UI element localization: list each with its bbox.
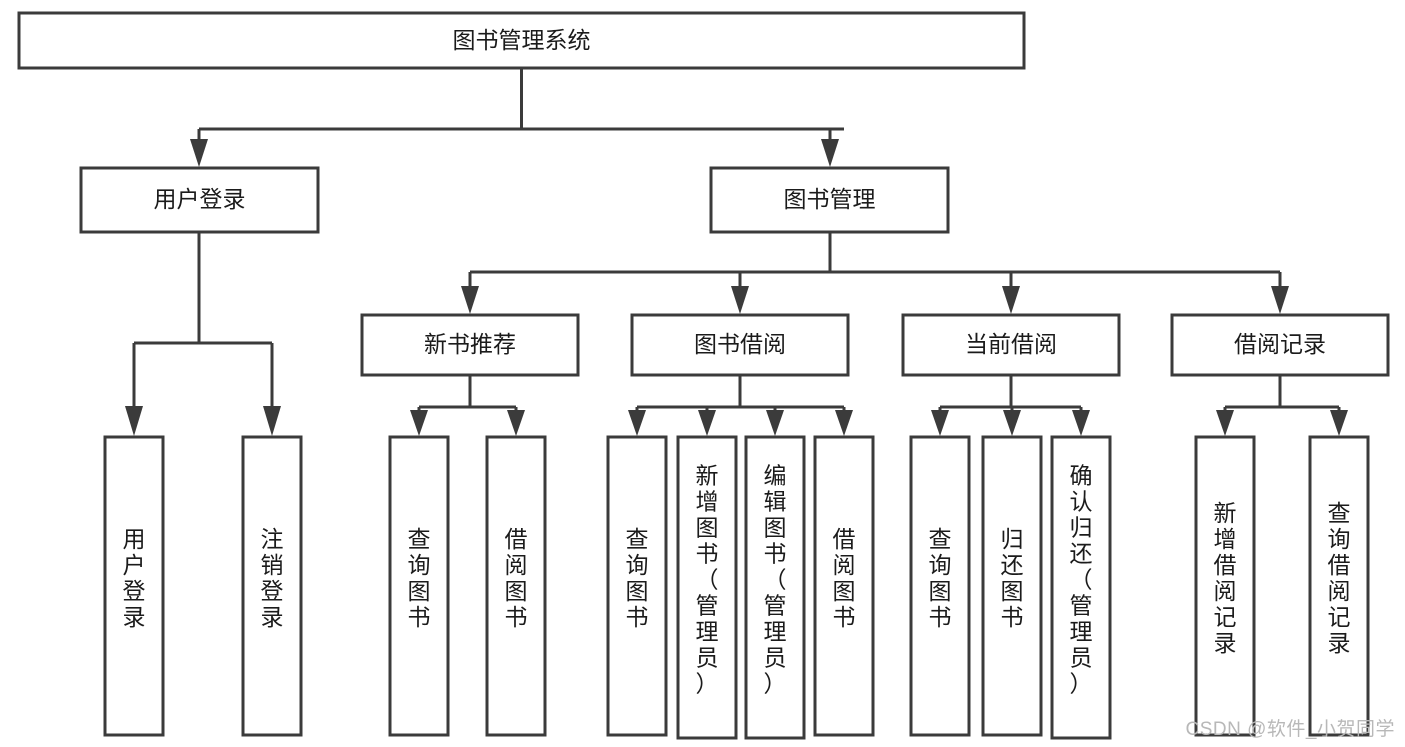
node-root[interactable]: 图书管理系统 <box>17 11 1026 70</box>
leaf-node-label: 借阅图书 <box>505 526 528 630</box>
leaf-node[interactable]: 确认归还（管理员） <box>1050 435 1112 740</box>
connectors-new-book-recommend-to-leaves <box>410 375 525 436</box>
arrow-icon-leaf-edit-book-admin <box>766 410 784 436</box>
node-user-login-label: 用户登录 <box>154 186 246 212</box>
node-book-borrow[interactable]: 图书借阅 <box>630 313 850 377</box>
leaf-node[interactable]: 注销登录 <box>241 435 303 737</box>
leaf-node[interactable]: 新增借阅记录 <box>1194 435 1256 737</box>
leaf-node-label: 借阅图书 <box>833 526 856 630</box>
arrow-icon-leaf-add-borrow-record <box>1216 410 1234 436</box>
arrow-icon-leaf-confirm-return-admin <box>1072 410 1090 436</box>
leaf-node-label: 新增借阅记录 <box>1214 500 1237 656</box>
node-borrow-records-label: 借阅记录 <box>1234 331 1326 357</box>
leaf-node-box[interactable] <box>909 435 971 737</box>
node-user-login-box[interactable] <box>79 166 320 234</box>
leaf-node-label: 归还图书 <box>1001 526 1024 630</box>
leaf-node-box[interactable] <box>1050 435 1112 740</box>
arrow-icon-leaf-return-book <box>1003 410 1021 436</box>
connectors-book-borrow-to-leaves <box>628 375 853 436</box>
leaf-node[interactable]: 查询图书 <box>606 435 668 737</box>
arrow-icon-leaf-user-login <box>125 406 143 436</box>
arrow-icon-leaf-query-book-borrow <box>628 410 646 436</box>
node-root-label: 图书管理系统 <box>453 27 591 53</box>
connectors-borrow-records-to-leaves <box>1216 375 1348 436</box>
leaf-node-box[interactable] <box>981 435 1043 737</box>
arrow-icon-leaf-logout <box>263 406 281 436</box>
arrow-icon-leaf-query-book-recommend <box>410 410 428 436</box>
arrow-icon-leaf-query-book-current <box>931 410 949 436</box>
connectors-book-management-to-level3 <box>461 232 1289 314</box>
leaf-node[interactable]: 借阅图书 <box>485 435 547 737</box>
connectors-user-login-to-leaves <box>125 232 281 436</box>
node-book-management[interactable]: 图书管理 <box>709 166 950 234</box>
arrow-icon-user-login <box>190 139 208 167</box>
leaf-node-box[interactable] <box>676 435 738 740</box>
node-current-borrow[interactable]: 当前借阅 <box>901 313 1121 377</box>
arrow-icon-current-borrow <box>1002 286 1020 314</box>
arrow-icon-borrow-records <box>1271 286 1289 314</box>
node-root-box[interactable] <box>17 11 1026 70</box>
arrow-icon-new-book-recommend <box>461 286 479 314</box>
leaf-node-label: 编辑图书（管理员） <box>764 463 787 697</box>
leaf-node-label: 用户登录 <box>123 526 146 630</box>
leaf-node-box[interactable] <box>606 435 668 737</box>
leaf-node-box[interactable] <box>744 435 806 740</box>
leaf-node[interactable]: 查询借阅记录 <box>1308 435 1370 737</box>
leaf-node-label: 注销登录 <box>261 526 284 630</box>
leaf-node-box[interactable] <box>103 435 165 737</box>
node-book-management-label: 图书管理 <box>784 186 876 212</box>
arrow-icon-book-borrow <box>731 286 749 314</box>
leaf-node-label: 查询图书 <box>408 526 431 630</box>
leaf-node[interactable]: 归还图书 <box>981 435 1043 737</box>
arrow-icon-leaf-query-borrow-record <box>1330 410 1348 436</box>
leaf-nodes-layer: 用户登录 注销登录 查询图书 借阅图书 查询图书 新增图书（管理员） 编辑图书（管理员） 借阅… <box>103 435 1370 740</box>
node-book-management-box[interactable] <box>709 166 950 234</box>
leaf-node[interactable]: 借阅图书 <box>813 435 875 737</box>
node-user-login[interactable]: 用户登录 <box>79 166 320 234</box>
node-new-book-recommend[interactable]: 新书推荐 <box>360 313 580 377</box>
leaf-node-box[interactable] <box>485 435 547 737</box>
leaf-node-box[interactable] <box>241 435 303 737</box>
leaf-node[interactable]: 编辑图书（管理员） <box>744 435 806 740</box>
leaf-node-box[interactable] <box>1194 435 1256 737</box>
node-new-book-recommend-box[interactable] <box>360 313 580 377</box>
node-borrow-records-box[interactable] <box>1170 313 1390 377</box>
node-current-borrow-label: 当前借阅 <box>965 331 1057 357</box>
leaf-node-label: 查询借阅记录 <box>1328 500 1351 656</box>
leaf-node-box[interactable] <box>1308 435 1370 737</box>
arrow-icon-leaf-add-book-admin <box>698 410 716 436</box>
node-book-borrow-box[interactable] <box>630 313 850 377</box>
leaf-node[interactable]: 新增图书（管理员） <box>676 435 738 740</box>
leaf-node-label: 确认归还（管理员） <box>1070 463 1093 697</box>
node-current-borrow-box[interactable] <box>901 313 1121 377</box>
connectors-current-borrow-to-leaves <box>931 375 1090 436</box>
node-borrow-records[interactable]: 借阅记录 <box>1170 313 1390 377</box>
leaf-node-label: 查询图书 <box>929 526 952 630</box>
leaf-node[interactable]: 查询图书 <box>388 435 450 737</box>
leaf-node-box[interactable] <box>388 435 450 737</box>
connectors-root-to-level2 <box>190 68 844 167</box>
arrow-icon-leaf-borrow-book <box>835 410 853 436</box>
leaf-node[interactable]: 用户登录 <box>103 435 165 737</box>
leaf-node-label: 新增图书（管理员） <box>696 463 719 697</box>
leaf-node-label: 查询图书 <box>626 526 649 630</box>
arrow-icon-leaf-borrow-book-recommend <box>507 410 525 436</box>
node-new-book-recommend-label: 新书推荐 <box>424 331 516 357</box>
leaf-node-box[interactable] <box>813 435 875 737</box>
leaf-node[interactable]: 查询图书 <box>909 435 971 737</box>
node-book-borrow-label: 图书借阅 <box>694 331 786 357</box>
arrow-icon-book-management <box>821 139 839 167</box>
